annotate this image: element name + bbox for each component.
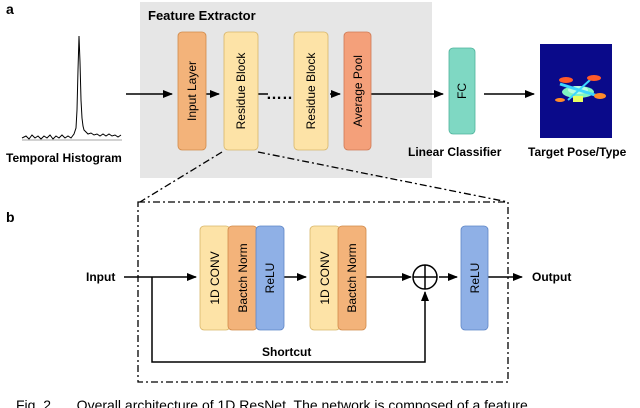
input-layer-label: Input Layer	[185, 61, 199, 121]
fc-label: FC	[455, 83, 469, 99]
residue-block-1-label: Residue Block	[234, 52, 248, 130]
temporal-histogram-plot	[21, 35, 122, 141]
residue-block-2	[293, 31, 329, 151]
add-operation-icon	[412, 264, 438, 290]
conv-layer-2-label: 1D CONV	[318, 251, 332, 304]
linear-classifier-caption: Linear Classifier	[408, 145, 502, 159]
relu-layer-1-label: ReLU	[263, 263, 277, 294]
shortcut-label: Shortcut	[262, 345, 311, 359]
conv-layer-1-label: 1D CONV	[208, 251, 222, 304]
feature-extractor-title: Feature Extractor	[148, 8, 256, 23]
relu-layer-out-label: ReLU	[468, 263, 482, 294]
fc-block	[448, 47, 476, 135]
input-label: Input	[86, 270, 115, 284]
shortcut-connection	[151, 277, 429, 363]
average-pool-block	[343, 31, 372, 151]
panel-b-tag: b	[6, 209, 15, 225]
temporal-histogram-caption: Temporal Histogram	[6, 151, 122, 165]
residue-block-detail-frame	[137, 201, 509, 383]
zoom-line-right	[257, 151, 509, 203]
relu-layer-1	[255, 225, 285, 331]
batch-norm-2-label: Bactch Norm	[345, 243, 359, 312]
residue-block-1	[223, 31, 259, 151]
target-pose-caption: Target Pose/Type	[528, 145, 627, 159]
output-label: Output	[532, 270, 571, 284]
relu-layer-out	[460, 225, 489, 331]
batch-norm-1-label: Bactch Norm	[236, 243, 250, 312]
average-pool-label: Average Pool	[351, 55, 365, 127]
batch-norm-2	[337, 225, 367, 331]
panel-a-tag: a	[6, 1, 14, 17]
target-pose-image	[540, 44, 612, 138]
ellipsis-text: ……	[266, 86, 298, 103]
input-layer-block	[177, 31, 207, 151]
zoom-line-left	[139, 151, 223, 203]
residue-block-2-label: Residue Block	[304, 52, 318, 130]
figure-caption: Fig. 2. … Overall architecture of 1D Res…	[16, 397, 528, 408]
